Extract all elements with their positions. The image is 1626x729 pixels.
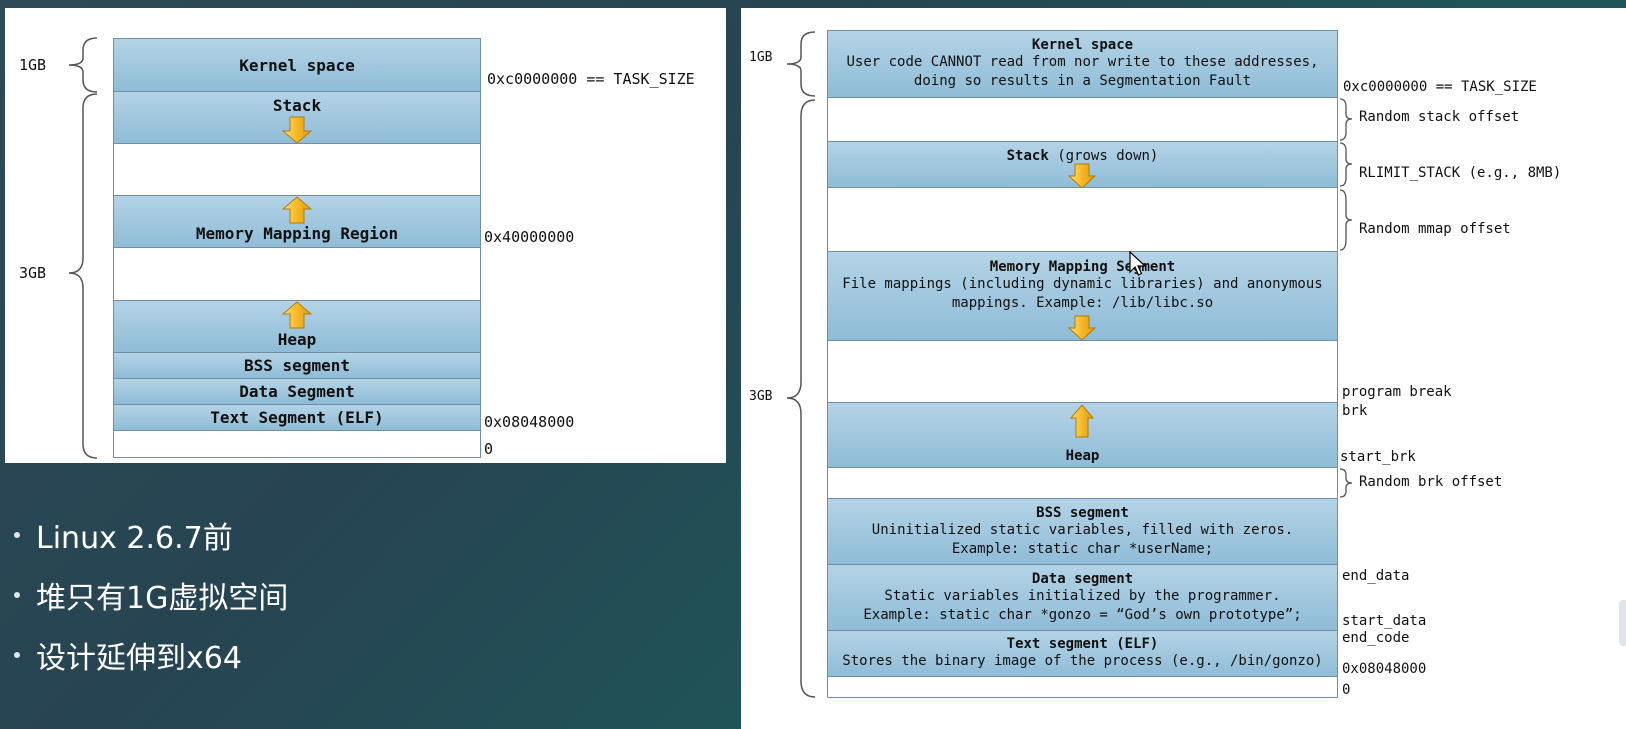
kernel-space-title: Kernel space [1031,37,1134,53]
end-code-label: end_code [1342,630,1410,646]
unmapped-gap [113,247,481,301]
down-arrow-icon [282,116,312,144]
kernel-space-desc: User code CANNOT read from nor write to … [846,54,1319,70]
bullet-item: 设计延伸到x64 [12,625,288,685]
data-segment: Data Segment [113,378,481,405]
user-size-brace [786,99,816,698]
task-size-address: 0xc0000000 == TASK_SIZE [487,70,695,88]
bss-segment: BSS segment Uninitialized static variabl… [827,498,1338,565]
random-mmap-gap [827,187,1338,252]
data-segment: Data segment Static variables initialize… [827,564,1338,631]
program-break-label: program break [1342,384,1452,400]
kernel-size-label: 1GB [749,50,773,65]
mouse-cursor-icon [1129,251,1147,276]
brk-label: brk [1342,403,1368,419]
memory-mapping-desc: File mappings (including dynamic librari… [842,276,1323,292]
kernel-size-label: 1GB [19,56,47,74]
random-stack-offset-label: Random stack offset [1359,109,1520,125]
bullet-text: Linux 2.6.7前 [36,521,233,556]
random-brk-offset-label: Random brk offset [1359,474,1503,490]
down-arrow-icon [1068,163,1096,189]
user-size-label: 3GB [749,389,773,404]
random-brk-gap [827,467,1338,499]
up-arrow-icon [282,301,312,329]
data-segment-desc: Example: static char *gonzo = “God’s own… [863,606,1302,623]
bullet-item: Linux 2.6.7前 [12,505,288,565]
kernel-space-segment: Kernel space [113,38,481,92]
stack-title: Stack [1006,148,1049,164]
heap-title: Heap [1065,448,1100,464]
text-segment: Text Segment (ELF) [113,404,481,431]
bullet-item: 堆只有1G虚拟空间 [12,565,288,625]
kernel-space-segment: Kernel space User code CANNOT read from … [827,30,1338,98]
kernel-space-label: Kernel space [239,55,355,75]
memory-mapping-desc: mappings. Example: /lib/libc.so [951,295,1214,311]
text-segment: Text segment (ELF) Stores the binary ima… [827,630,1338,677]
text-start-address: 0x08048000 [1342,661,1427,677]
reserved-low-segment [113,430,481,458]
task-size-address: 0xc0000000 == TASK_SIZE [1343,79,1537,95]
stack-suffix: (grows down) [1048,148,1159,164]
modern-memory-layout-diagram: Kernel space User code CANNOT read from … [741,8,1626,729]
bullet-dot-icon [14,592,20,598]
mmap-base-address: 0x40000000 [484,228,575,246]
down-arrow-icon [1068,315,1096,341]
user-size-brace [68,93,98,459]
random-brk-brace [1339,468,1353,498]
kernel-space-desc: doing so results in a Segmentation Fault [913,73,1252,89]
start-brk-label: start_brk [1340,449,1416,465]
start-data-label: start_data [1342,613,1427,629]
bss-title: BSS segment [1036,504,1129,521]
random-mmap-brace [1339,189,1353,251]
up-arrow-icon [282,196,312,224]
legacy-memory-layout-diagram: Kernel space Stack Memory Mapping Region… [5,8,726,463]
bullet-text: 堆只有1G虚拟空间 [36,581,289,616]
bss-desc: Example: static char *userName; [951,540,1214,557]
bss-label: BSS segment [244,356,350,375]
kernel-size-brace [786,31,816,97]
data-segment-title: Data segment [1031,570,1134,587]
random-stack-gap [827,97,1338,142]
random-mmap-offset-label: Random mmap offset [1359,221,1511,237]
reserved-low-segment [827,676,1338,698]
bss-segment: BSS segment [113,352,481,379]
memory-mapping-title: Memory Mapping Segment [989,259,1176,275]
rlimit-stack-brace [1339,142,1353,187]
bullet-text: 设计延伸到x64 [36,641,242,676]
zero-address: 0 [1342,682,1351,698]
rlimit-stack-label: RLIMIT_STACK (e.g., 8MB) [1359,165,1562,181]
text-segment-label: Text Segment (ELF) [210,408,384,427]
text-start-address: 0x08048000 [484,413,575,431]
random-stack-brace [1339,98,1353,141]
up-arrow-icon [1070,404,1094,438]
heap-label: Heap [277,330,317,349]
memory-mapping-region-label: Memory Mapping Region [195,224,399,243]
kernel-size-brace [68,37,98,93]
user-size-label: 3GB [19,264,47,282]
stack-label: Stack [272,96,322,115]
unallocated-gap [827,340,1338,403]
bullet-dot-icon [14,652,20,658]
text-segment-title: Text segment (ELF) [1006,636,1159,652]
text-segment-desc: Stores the binary image of the process (… [842,653,1323,669]
scrollbar-thumb[interactable] [1619,600,1626,646]
bullet-list: Linux 2.6.7前 堆只有1G虚拟空间 设计延伸到x64 [12,505,288,685]
bss-desc: Uninitialized static variables, filled w… [871,521,1294,538]
data-segment-desc: Static variables initialized by the prog… [884,587,1281,604]
data-segment-label: Data Segment [239,382,355,401]
unmapped-gap [113,143,481,196]
bullet-dot-icon [14,532,20,538]
end-data-label: end_data [1342,568,1410,584]
zero-address: 0 [484,440,494,458]
